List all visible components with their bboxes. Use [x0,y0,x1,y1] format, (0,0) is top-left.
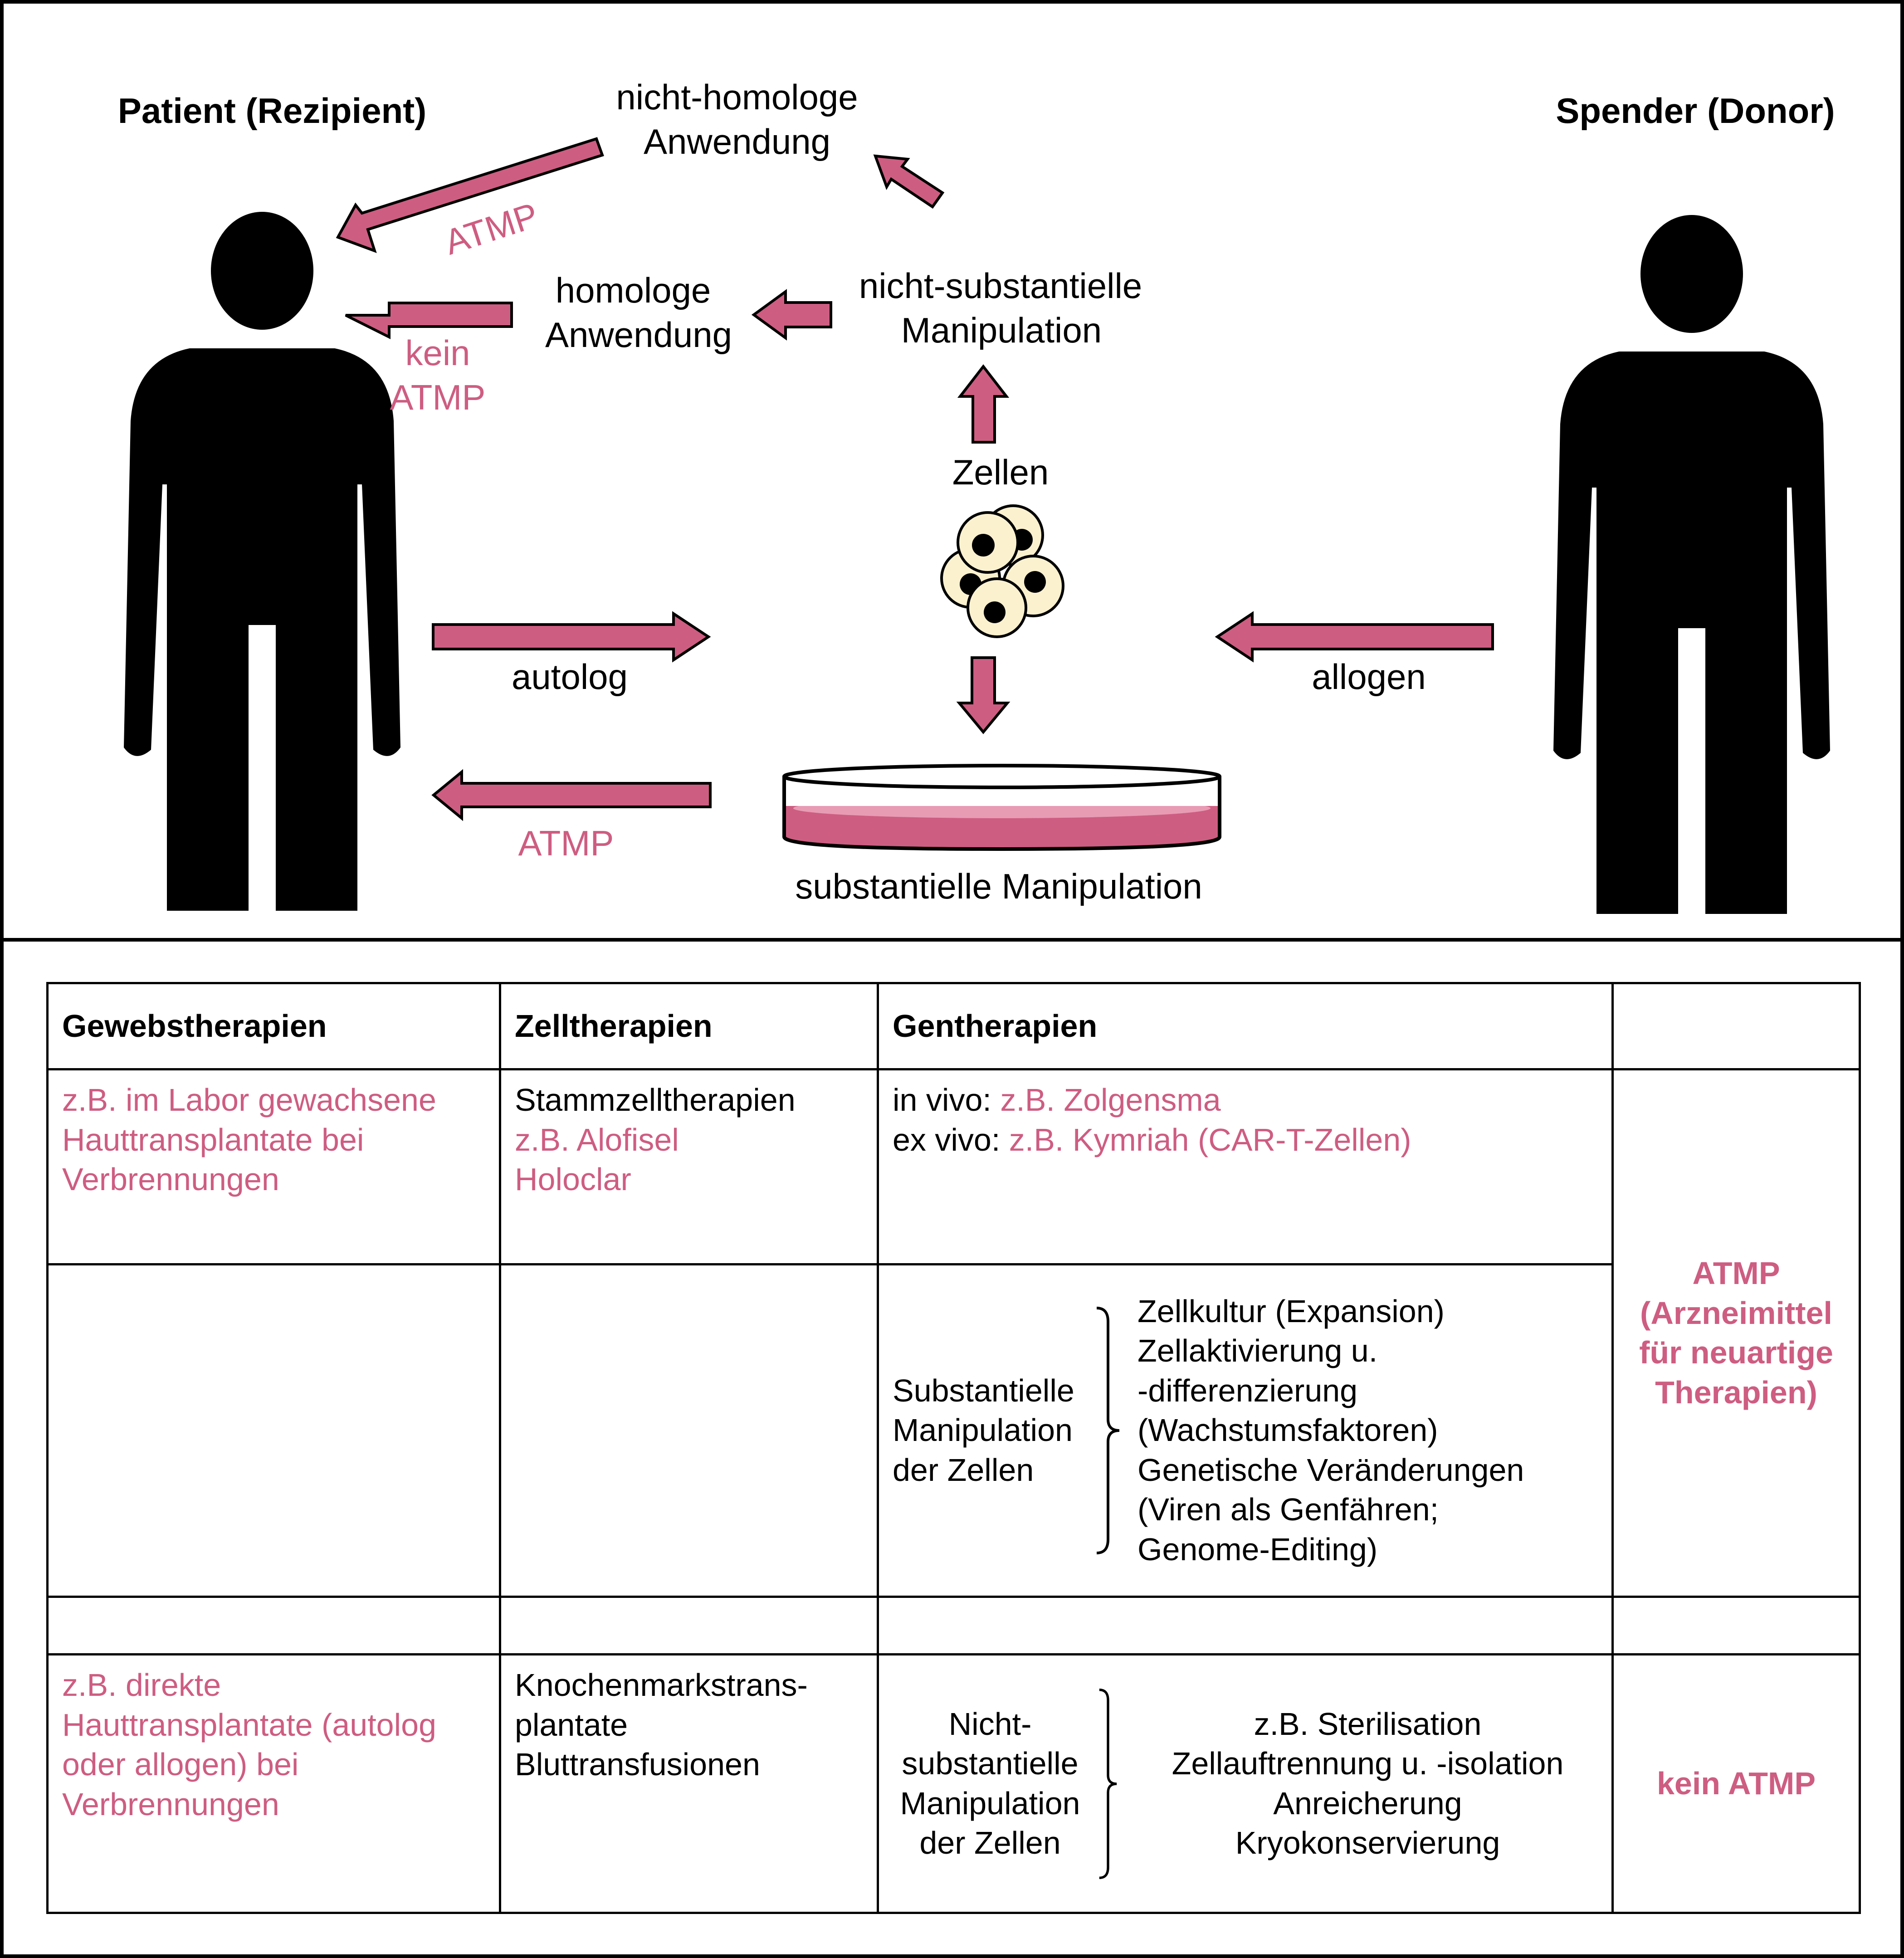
cell-empty [1611,1596,1861,1655]
gewebe-kein-line: Verbrennungen [62,1786,279,1822]
gewebe-atmp-line: Verbrennungen [62,1162,279,1197]
arrow-nonsubst-to-homologous [751,289,832,341]
cell-empty [46,1263,501,1598]
cell-empty [877,1596,1614,1655]
autolog-label: autolog [512,657,628,697]
gen-exvivo-value: z.B. Kymriah (CAR-T-Zellen) [1009,1122,1411,1157]
zell-atmp-title: Stammzelltherapien [515,1082,796,1118]
donor-person-icon [1553,215,1830,914]
nonsubst-right-line: Anreicherung [1273,1785,1462,1821]
nonsubst-left-line: der Zellen [919,1825,1061,1860]
arrow-cells-down [956,656,1011,734]
petri-dish-icon [782,764,1221,851]
subst-left: Substantielle Manipulation der Zellen [893,1371,1088,1490]
header-gewebstherapien: Gewebstherapien [46,982,501,1070]
arrow-kein-atmp-to-patient [345,302,513,339]
cell-empty [499,1596,879,1655]
kein-atmp-line2: ATMP [390,377,486,417]
cell-gen-atmp: in vivo: z.B. Zolgensma ex vivo: z.B. Ky… [877,1068,1614,1265]
subst-left-line: Substantielle [893,1372,1074,1408]
nonsubst-left: Nicht- substantielle Manipulation der Ze… [893,1704,1088,1863]
subst-right-line: -differenzierung [1138,1372,1358,1408]
cell-nonsubstantial-manipulation: Nicht- substantielle Manipulation der Ze… [877,1653,1614,1914]
arrow-autolog [432,611,711,663]
gewebe-kein-line: oder allogen) bei [62,1747,299,1782]
arrow-cells-up [957,364,1010,444]
arrow-allogen [1215,611,1494,663]
gen-exvivo-line: ex vivo: z.B. Kymriah (CAR-T-Zellen) [893,1120,1598,1160]
header-zelltherapien: Zelltherapien [499,982,879,1070]
atmp-result-line: (Arzneimittel [1640,1295,1832,1331]
atmp-result-line: für neuartige [1639,1335,1833,1370]
nonsubst-left-line: substantielle [902,1746,1079,1781]
subst-left-line: Manipulation [893,1412,1073,1448]
subst-right-line: Genome-Editing) [1138,1531,1378,1567]
gewebe-kein-line: z.B. direkte [62,1667,221,1703]
cell-zell-kein-atmp: Knochenmarkstrans- plantate Bluttransfus… [499,1653,879,1914]
cell-cluster-icon [940,504,1064,638]
cell-empty [499,1263,879,1598]
zell-kein-line: plantate [515,1707,628,1743]
zell-kein-line: Knochenmarkstrans- [515,1667,808,1703]
atmp-result-cell: ATMP (Arzneimittel für neuartige Therapi… [1611,1068,1861,1598]
allogen-label: allogen [1312,657,1426,697]
gen-invivo-line: in vivo: z.B. Zolgensma [893,1080,1598,1120]
donor-title: Spender (Donor) [1556,91,1835,131]
cell-gewebe-kein-atmp: z.B. direkte Hauttransplantate (autolog … [46,1653,501,1914]
gewebe-kein-line: Hauttransplantate (autolog [62,1707,436,1743]
nonsubst-right-line: z.B. Sterilisation [1254,1706,1482,1742]
cells-label: Zellen [952,452,1049,492]
nonsubst-left-line: Manipulation [900,1785,1080,1821]
nonhomologous-line1: nicht-homologe [616,77,858,117]
zell-kein-line: Bluttransfusionen [515,1747,760,1782]
subst-right-line: Zellaktivierung u. [1138,1333,1378,1369]
nonhomologous-line2: Anwendung [643,122,831,161]
nonsubst-right-line: Zellauftrennung u. -isolation [1172,1746,1564,1781]
homologous-line2: Anwendung [545,315,732,355]
curly-brace-icon [1096,1307,1120,1554]
cell-empty [46,1596,501,1655]
classification-table: Gewebstherapien Zelltherapien Gentherapi… [46,982,1861,1914]
header-empty [1611,982,1861,1070]
header-gentherapien: Gentherapien [877,982,1614,1070]
gen-invivo-value: z.B. Zolgensma [1000,1082,1221,1118]
subst-right-line: Genetische Veränderungen [1138,1452,1524,1488]
subst-right-line: Zellkultur (Expansion) [1138,1293,1445,1329]
substantial-manipulation-label: substantielle Manipulation [795,866,1202,906]
subst-right: Zellkultur (Expansion) Zellaktivierung u… [1128,1292,1524,1570]
nonsubst-line1: nicht-substantielle [859,266,1142,306]
cell-gewebe-atmp: z.B. im Labor gewachsene Hauttransplanta… [46,1068,501,1265]
cell-substantial-manipulation: Substantielle Manipulation der Zellen Ze… [877,1263,1614,1598]
gewebe-atmp-line: z.B. im Labor gewachsene [62,1082,436,1118]
zell-atmp-example: Holoclar [515,1162,631,1197]
nonsubst-left-line: Nicht- [948,1706,1032,1742]
nonsubst-right-line: Kryokonservierung [1235,1825,1500,1860]
section-divider [0,938,1904,942]
subst-left-line: der Zellen [893,1452,1034,1488]
cell-zell-atmp: Stammzelltherapien z.B. Alofisel Holocla… [499,1068,879,1265]
gewebe-atmp-line: Hauttransplantate bei [62,1122,364,1157]
gen-invivo-prefix: in vivo: [893,1082,1001,1118]
subst-right-line: (Viren als Genfähren; [1138,1492,1439,1528]
arrow-atmp-to-patient [431,769,712,821]
arrow-nonhomologous-to-patient [336,137,604,253]
kein-atmp-result-cell: kein ATMP [1611,1653,1861,1914]
gen-exvivo-prefix: ex vivo: [893,1122,1009,1157]
flow-diagram [124,137,1830,914]
zell-atmp-example: z.B. Alofisel [515,1122,679,1157]
atmp-result-line: Therapien) [1655,1374,1817,1410]
patient-title: Patient (Rezipient) [117,91,427,131]
curly-brace-icon [1099,1688,1117,1879]
atmp-bottom-label: ATMP [518,823,614,863]
subst-right-line: (Wachstumsfaktoren) [1138,1412,1438,1448]
nonsubst-line2: Manipulation [901,310,1102,350]
kein-atmp-line1: kein [405,333,470,373]
nonsubst-right: z.B. Sterilisation Zellauftrennung u. -i… [1128,1704,1598,1863]
homologous-line1: homologe [555,270,711,310]
arrow-to-nonhomologous [873,154,945,209]
atmp-result-line: ATMP [1692,1255,1780,1291]
